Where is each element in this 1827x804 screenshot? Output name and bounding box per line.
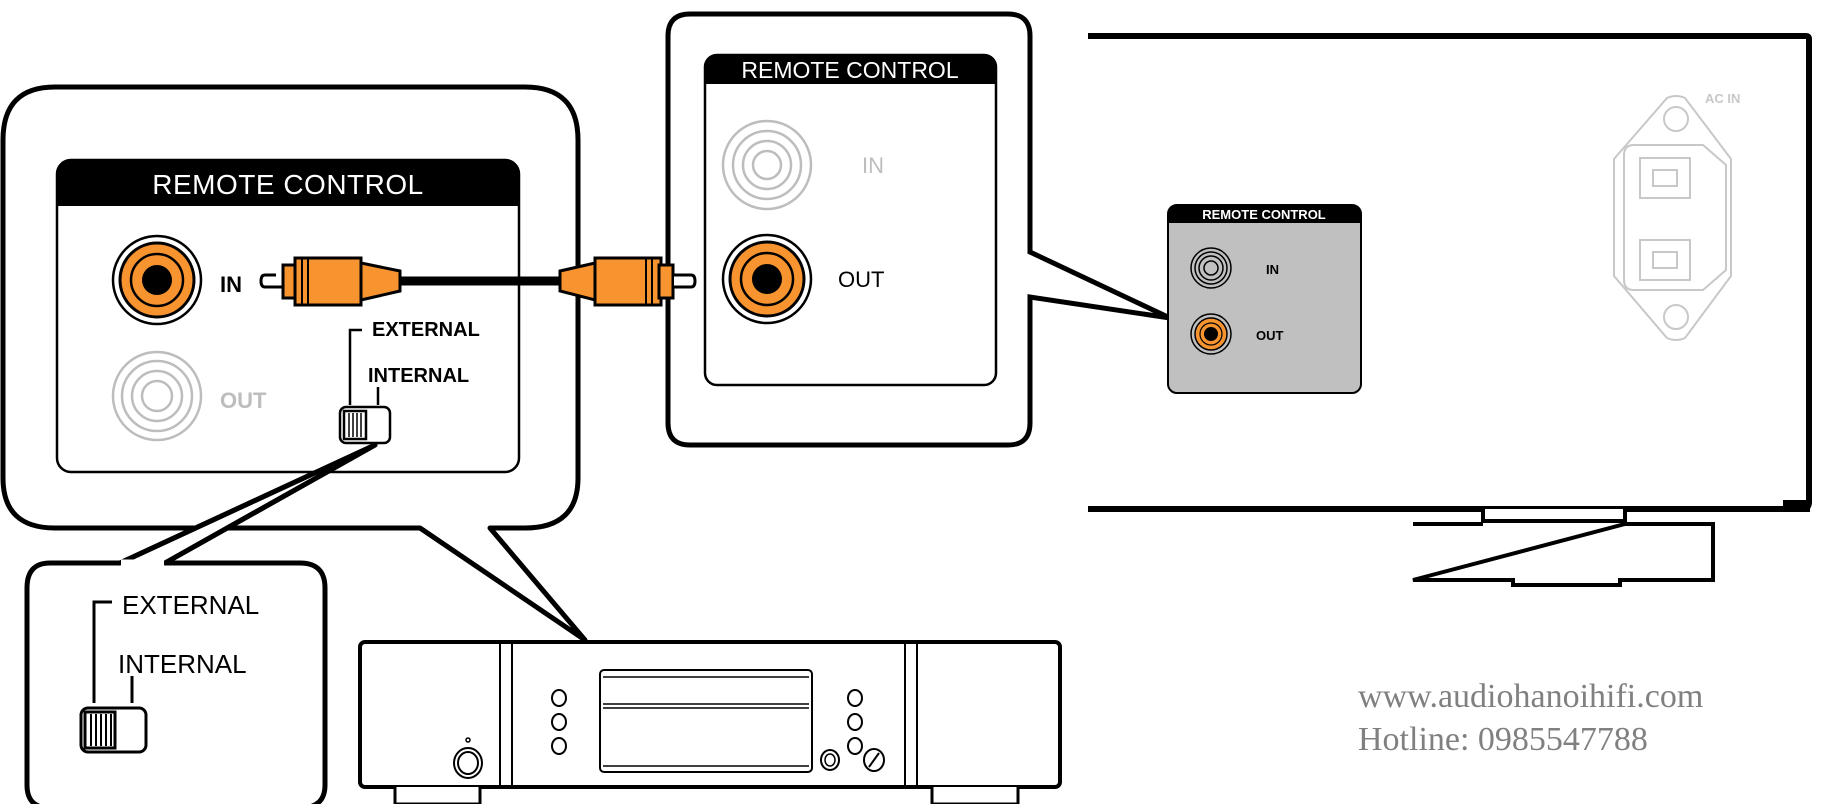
level-knob[interactable]	[863, 748, 885, 772]
middle-jack-in-label: IN	[862, 153, 884, 178]
headphone-jack[interactable]	[820, 749, 840, 771]
rear-jack-in-label: IN	[1266, 262, 1279, 277]
left-callout: REMOTE CONTROL IN OUT EXTERNAL INTERNAL	[0, 84, 588, 643]
rca-cable	[259, 256, 697, 307]
switch-zoom-pointer	[118, 442, 377, 566]
rca-plug-left	[259, 256, 402, 307]
middle-jack-out-label: OUT	[838, 267, 884, 292]
front-button-right-3[interactable]	[847, 737, 863, 755]
power-button[interactable]	[453, 747, 483, 779]
device-foot-right	[930, 787, 1020, 804]
zoom-external-leader	[92, 600, 112, 703]
front-button-left-3[interactable]	[551, 737, 567, 755]
left-jack-out	[111, 350, 203, 442]
rear-jack-out[interactable]	[1190, 313, 1232, 355]
middle-callout: REMOTE CONTROL IN OUT	[665, 11, 1172, 448]
ac-inlet	[1613, 95, 1732, 341]
middle-jack-in	[721, 119, 813, 211]
left-jack-in-label: IN	[220, 272, 242, 297]
middle-rc-panel-header	[705, 55, 996, 84]
ac-in-label: AC IN	[1705, 91, 1740, 106]
watermark-website: www.audiohanoihifi.com	[1358, 678, 1703, 715]
rear-panel: REMOTE CONTROL IN OUT AC IN	[1088, 33, 1812, 587]
rear-jack-in	[1190, 247, 1232, 289]
left-switch-internal-label: INTERNAL	[368, 365, 469, 387]
front-button-right-2[interactable]	[847, 713, 863, 731]
zoom-internal-label: INTERNAL	[118, 649, 247, 679]
device-foot-left	[393, 787, 482, 804]
rear-panel-foot	[1412, 509, 1715, 587]
switch-zoom-callout: EXTERNAL INTERNAL	[24, 442, 378, 804]
rear-rc-panel-title: REMOTE CONTROL	[1202, 207, 1326, 222]
zoom-slide-switch[interactable]	[79, 706, 148, 754]
left-rc-panel-header	[57, 160, 519, 206]
zoom-external-label: EXTERNAL	[122, 590, 259, 620]
left-slide-switch[interactable]	[338, 405, 392, 445]
left-jack-out-label: OUT	[220, 388, 267, 413]
cd-player-front	[358, 640, 1062, 804]
front-button-right-1[interactable]	[847, 689, 863, 707]
front-button-left-2[interactable]	[551, 713, 567, 731]
left-switch-external-label: EXTERNAL	[372, 319, 480, 341]
power-led	[465, 737, 471, 743]
rca-plug-right	[558, 256, 697, 307]
disc-tray[interactable]	[599, 669, 813, 773]
rear-jack-out-label: OUT	[1256, 328, 1284, 343]
middle-jack-out[interactable]	[721, 233, 813, 325]
watermark-hotline: Hotline: 0985547788	[1358, 721, 1648, 758]
rear-rc-panel	[1167, 204, 1362, 394]
left-rc-panel-title: REMOTE CONTROL	[152, 169, 423, 200]
middle-rc-panel-title: REMOTE CONTROL	[741, 57, 958, 83]
rear-rc-panel-header	[1168, 205, 1361, 223]
front-button-left-1[interactable]	[551, 689, 567, 707]
left-jack-in[interactable]	[111, 234, 203, 326]
switch-external-leader	[348, 328, 362, 405]
middle-rc-panel	[703, 53, 998, 387]
